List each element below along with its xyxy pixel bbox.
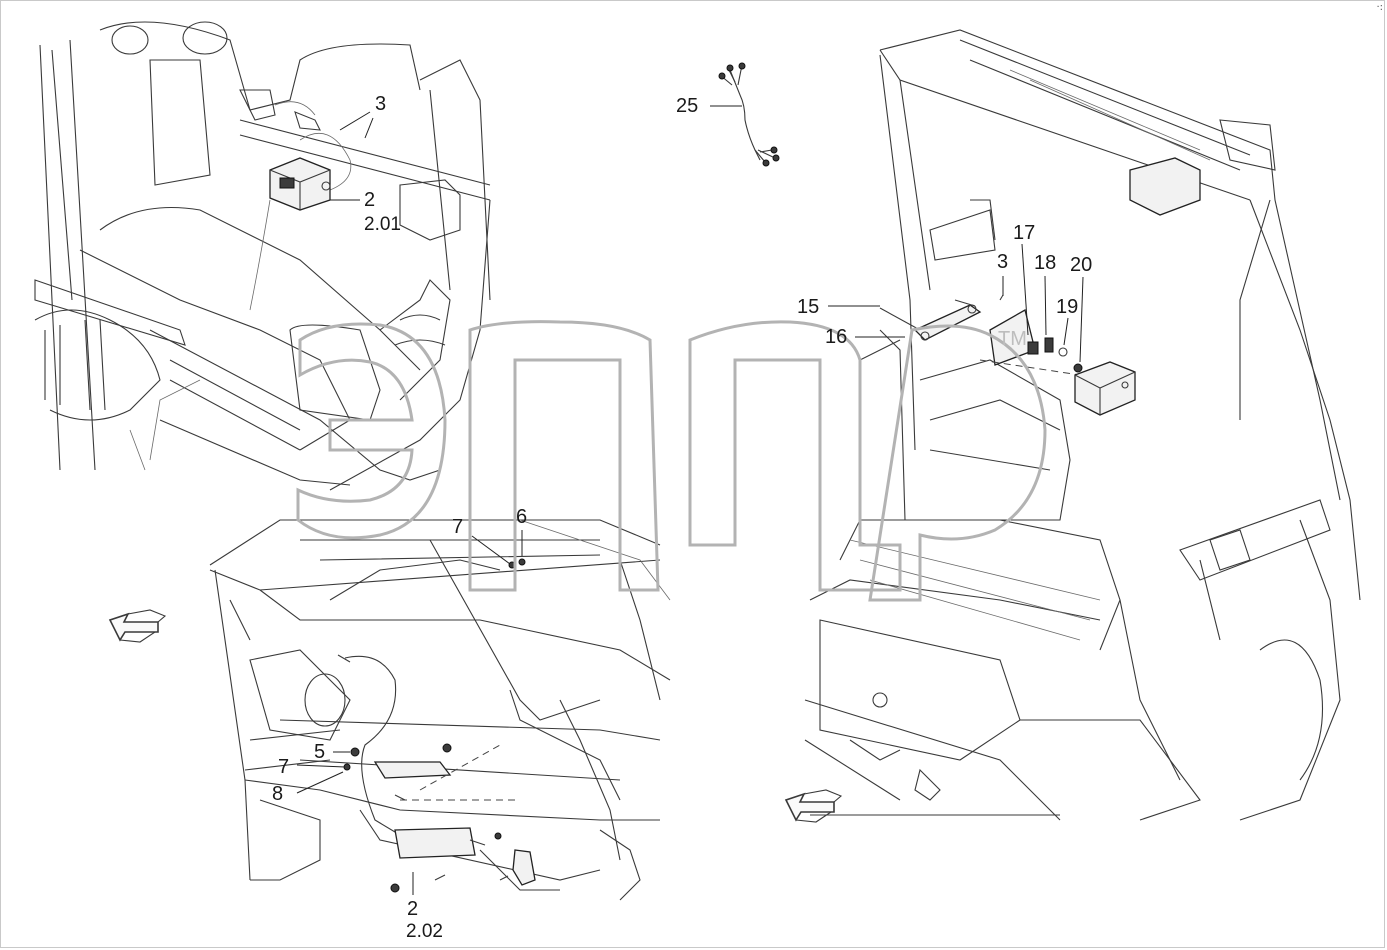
callout-2-01: 2.01 [364,214,401,235]
callout-5: 5 [314,741,326,763]
right-view [804,29,1361,821]
callout-3-right: 3 [997,251,1009,273]
callout-19: 19 [1056,296,1079,318]
watermark-tm: TM [998,328,1027,350]
callout-2-bottom: 2 [407,898,419,920]
callout-7-mid: 7 [452,516,464,538]
corner-mark: ·: [1376,2,1383,13]
direction-arrow-icon [108,609,167,643]
callout-3-top: 3 [375,93,387,115]
harness-25 [710,62,780,167]
callout-2-02: 2.02 [406,921,443,942]
callout-7-low: 7 [278,756,290,778]
direction-arrow-icon [784,789,843,823]
callout-15: 15 [797,296,820,318]
callout-18: 18 [1034,252,1057,274]
callout-25: 25 [676,95,699,117]
top-left-view [34,21,491,491]
callout-20: 20 [1070,254,1093,276]
callout-16: 16 [825,326,848,348]
callout-2-top: 2 [364,189,376,211]
callout-17: 17 [1013,222,1036,244]
bottom-center-view [209,519,671,901]
watermark: TM [296,320,1047,602]
callout-8: 8 [272,783,284,805]
callout-6: 6 [516,506,528,528]
